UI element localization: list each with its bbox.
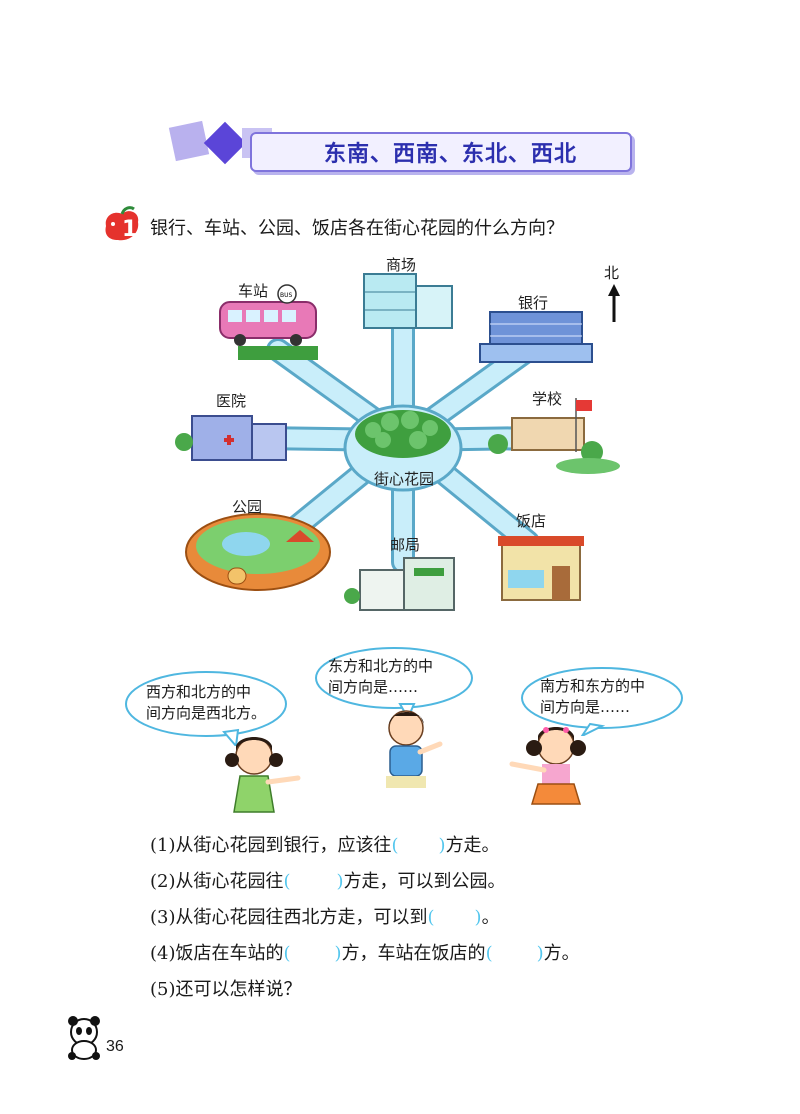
question-number-icon: 1 — [100, 206, 144, 244]
speech-bubble-left: 西方和北方的中 间方向是西北方。 — [124, 668, 294, 746]
hospital-building-icon — [175, 415, 287, 461]
question-text: 银行、车站、公园、饭店各在街心花园的什么方向？ — [150, 218, 564, 239]
section-title: 东南、西南、东北、西北 — [324, 141, 578, 167]
section-banner: 东南、西南、东北、西北 — [168, 118, 636, 178]
bubble-middle-line1: 东方和北方的中 — [328, 657, 434, 675]
label-bank: 银行 — [518, 294, 549, 312]
school-building-icon — [488, 398, 620, 474]
decor-square — [168, 120, 210, 162]
bus-icon: BUS — [219, 284, 318, 360]
label-restaurant: 饭店 — [516, 512, 547, 530]
label-school: 学校 — [532, 390, 563, 408]
street-map: BUS — [168, 252, 638, 612]
page-number: 36 — [106, 1038, 124, 1055]
svg-text:1: 1 — [122, 217, 137, 242]
label-park: 公园 — [232, 498, 263, 516]
bubble-right-line1: 南方和东方的中 — [540, 677, 646, 695]
north-arrow-icon — [606, 284, 622, 326]
flag-icon — [576, 400, 592, 411]
label-central-garden: 街心花园 — [374, 470, 435, 488]
label-post-office: 邮局 — [390, 536, 421, 554]
mall-building-icon — [363, 273, 453, 329]
panda-icon — [64, 1016, 104, 1060]
restaurant-building-icon — [498, 536, 584, 601]
park-icon — [185, 513, 331, 591]
girl-green-dress-icon — [218, 732, 302, 820]
svg-text:BUS: BUS — [280, 292, 293, 299]
bubble-right-line2: 间方向是…… — [540, 698, 631, 716]
exercise-4: (4)饭店在车站的()方，车站在饭店的()方。 — [150, 943, 580, 964]
bubble-left-line2: 间方向是西北方。 — [146, 704, 267, 722]
bubble-left-line1: 西方和北方的中 — [146, 683, 252, 701]
speech-bubble-middle: 东方和北方的中 间方向是…… — [314, 644, 474, 718]
boy-icon — [374, 706, 444, 794]
exercise-list: (1)从街心花园到银行，应该往()方走。 (2)从街心花园往()方走，可以到公园… — [150, 828, 580, 1008]
girl-orange-skirt-icon — [508, 722, 598, 810]
label-station: 车站 — [238, 282, 269, 300]
decor-diamond — [203, 121, 247, 165]
label-mall: 商场 — [386, 256, 417, 274]
exercise-1: (1)从街心花园到银行，应该往()方走。 — [150, 835, 500, 856]
bubble-middle-line2: 间方向是…… — [328, 678, 419, 696]
post-office-building-icon — [344, 557, 455, 611]
speech-bubble-right: 南方和东方的中 间方向是…… — [520, 664, 684, 736]
label-hospital: 医院 — [216, 392, 247, 410]
exercise-2: (2)从街心花园往()方走，可以到公园。 — [150, 871, 506, 892]
exercise-5: (5)还可以怎样说？ — [150, 979, 302, 1000]
title-bar — [250, 132, 632, 172]
exercise-3: (3)从街心花园往西北方走，可以到()。 — [150, 907, 500, 928]
bank-building-icon — [479, 311, 593, 363]
north-label: 北 — [604, 264, 620, 282]
